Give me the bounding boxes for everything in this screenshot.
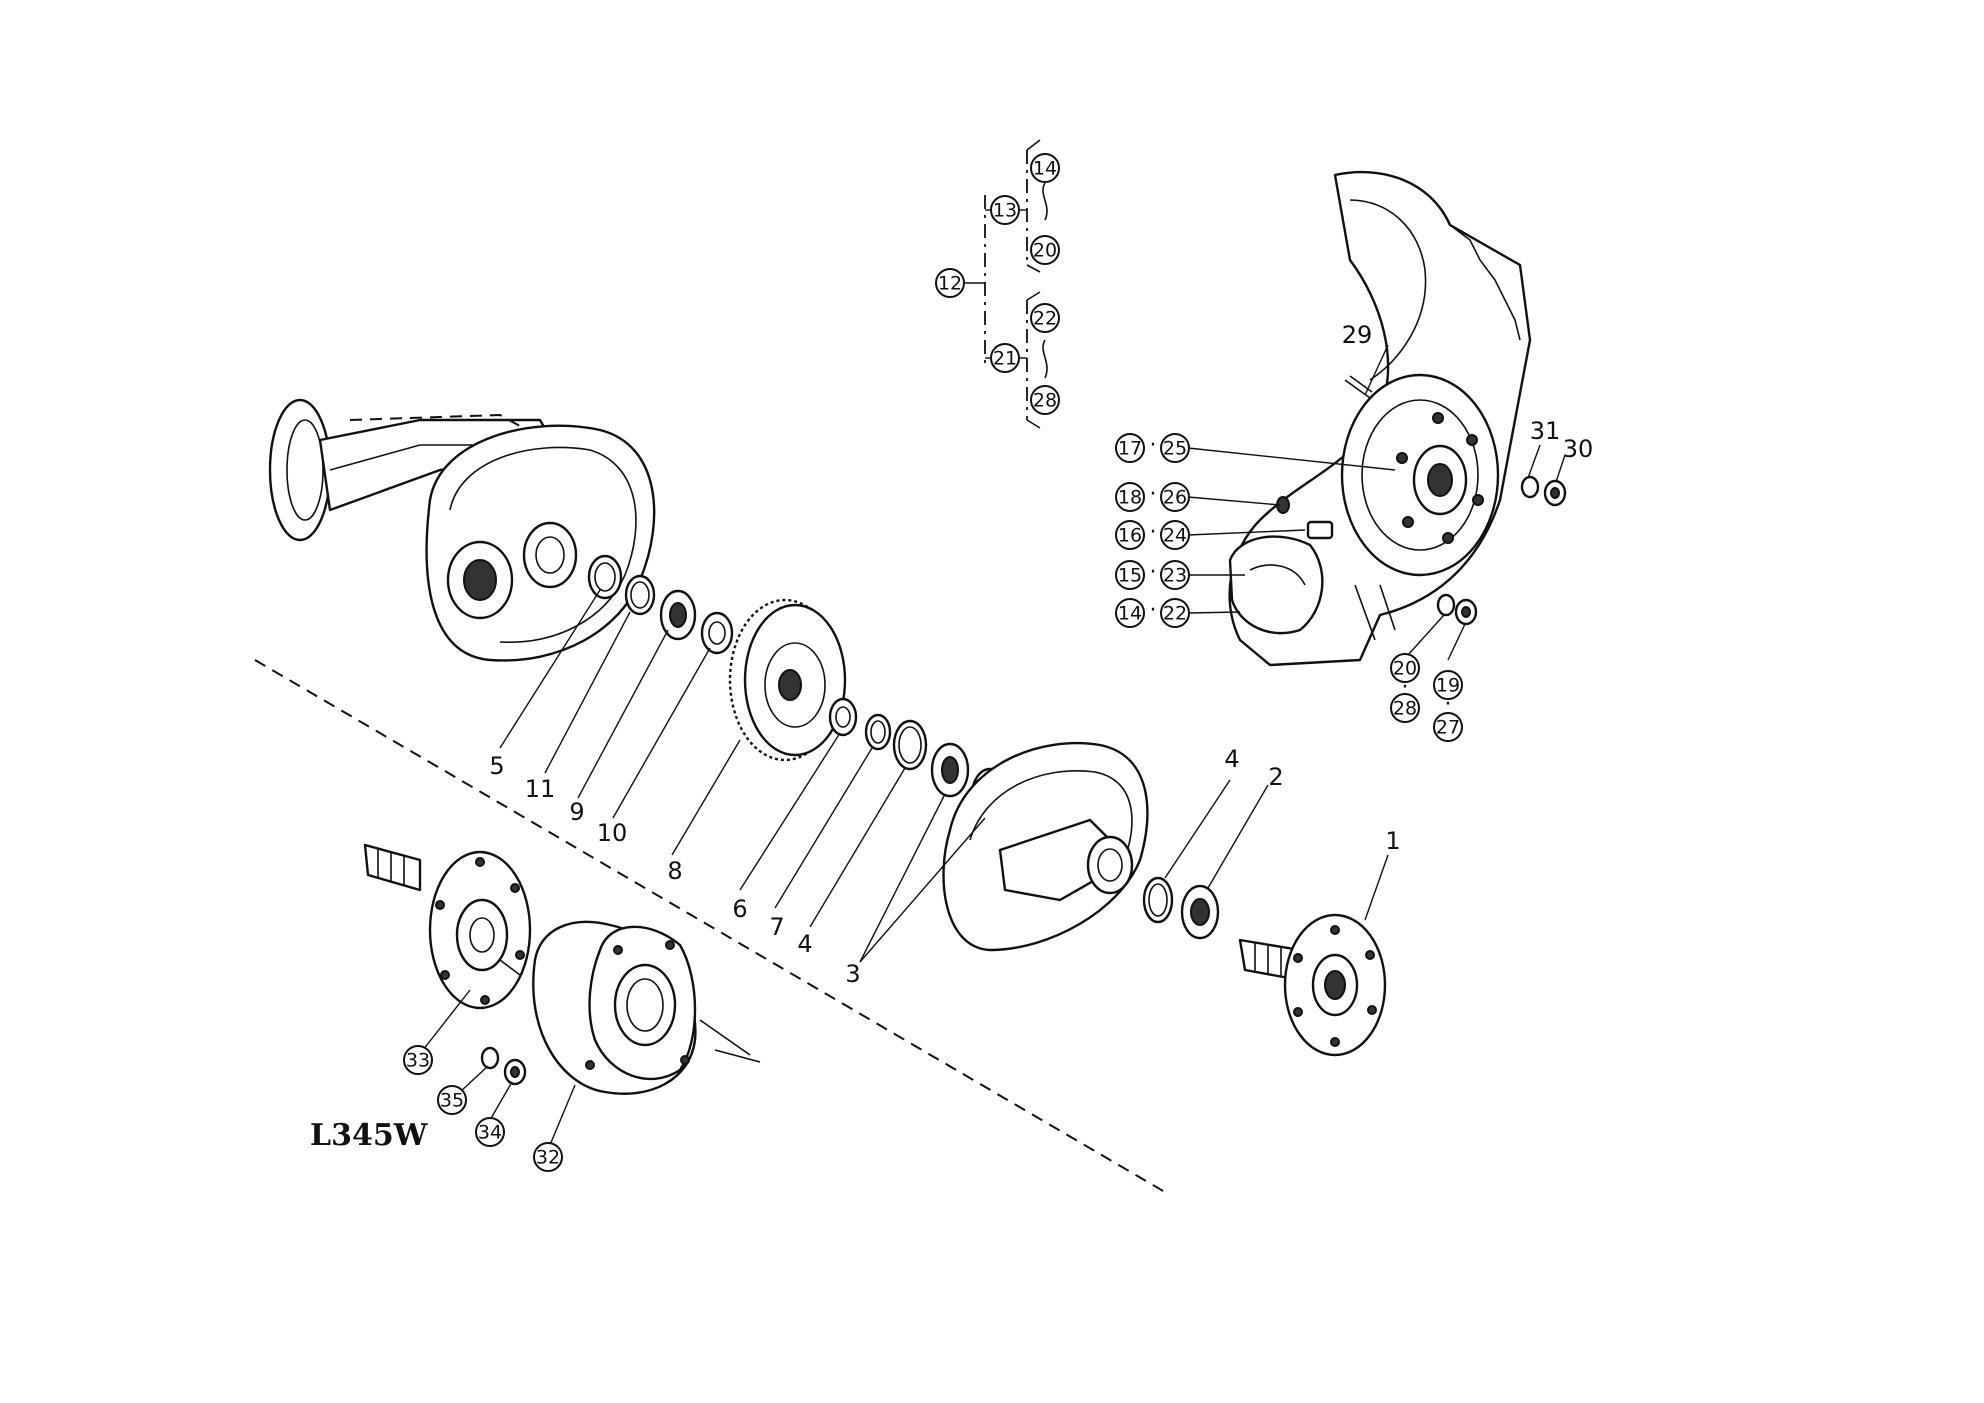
svg-text:·: ·: [1150, 598, 1157, 623]
callout-4-center: 4: [797, 930, 812, 958]
reference-bracket-group: [965, 139, 1048, 429]
circled-stack-19-27: 19 · 27: [1433, 670, 1463, 742]
callout-29: 29: [1342, 321, 1373, 349]
callout-2: 2: [1268, 763, 1283, 791]
snap-ring-4-inner: [892, 719, 928, 771]
svg-text:24: 24: [1163, 525, 1187, 547]
callout-6: 6: [732, 895, 747, 923]
svg-text:·: ·: [1445, 692, 1452, 717]
ring-7: [864, 713, 892, 751]
svg-text:20: 20: [1033, 240, 1057, 262]
section-divider-line: [254, 659, 1171, 1196]
circled-20-top: 20: [1030, 235, 1060, 265]
circled-33: 33: [403, 1045, 433, 1075]
circled-pair-18-26: 18 · 26: [1115, 482, 1190, 512]
callout-11: 11: [525, 775, 556, 803]
svg-text:26: 26: [1163, 487, 1187, 509]
circled-12: 12: [935, 268, 965, 298]
svg-text:28: 28: [1393, 698, 1417, 720]
leader-lines: [422, 344, 1566, 1146]
svg-text:·: ·: [1150, 482, 1157, 507]
svg-text:20: 20: [1393, 658, 1417, 680]
svg-text:23: 23: [1163, 565, 1187, 587]
circled-pair-15-23: 15 · 23: [1115, 560, 1190, 590]
svg-text:16: 16: [1118, 525, 1142, 547]
svg-text:15: 15: [1118, 565, 1142, 587]
nut-19-27: [1454, 598, 1478, 626]
svg-text:34: 34: [478, 1122, 502, 1144]
nut-30: [1543, 479, 1567, 507]
gear-case-cover: [942, 741, 1149, 952]
svg-text:19: 19: [1436, 675, 1460, 697]
svg-text:·: ·: [1150, 433, 1157, 458]
coupling-32: [532, 920, 761, 1095]
callout-8: 8: [667, 857, 682, 885]
callout-7: 7: [769, 913, 784, 941]
snap-ring-9: [624, 574, 656, 616]
svg-text:28: 28: [1033, 390, 1057, 412]
circled-32: 32: [533, 1142, 563, 1172]
snap-ring-4-outer: [1142, 876, 1174, 924]
callout-4-right: 4: [1224, 745, 1239, 773]
oil-seal-2: [1180, 884, 1220, 940]
svg-text:25: 25: [1163, 438, 1187, 460]
svg-text:32: 32: [536, 1147, 560, 1169]
svg-text:35: 35: [440, 1090, 464, 1112]
callout-10: 10: [597, 819, 628, 847]
circled-pair-17-25: 17 · 25: [1115, 433, 1190, 463]
circled-13: 13: [990, 195, 1020, 225]
circled-22-top: 22: [1030, 303, 1060, 333]
ring-gear-8: [728, 598, 847, 762]
circled-pair-16-24: 16 · 24: [1115, 520, 1190, 550]
model-code-label: L345W: [310, 1118, 429, 1153]
circled-21: 21: [990, 343, 1020, 373]
svg-text:21: 21: [993, 348, 1017, 370]
svg-text:33: 33: [406, 1050, 430, 1072]
circled-35: 35: [437, 1085, 467, 1115]
callout-3: 3: [845, 960, 860, 988]
circled-14-top: 14: [1030, 153, 1060, 183]
drive-flange-33: [363, 843, 532, 1010]
final-case: [1228, 170, 1532, 667]
bearing-3a: [930, 742, 970, 798]
seal-ring-11: [587, 554, 623, 600]
axle-shaft-1: [1238, 913, 1387, 1057]
circled-34: 34: [475, 1117, 505, 1147]
svg-text:14: 14: [1033, 158, 1057, 180]
callout-1: 1: [1385, 827, 1400, 855]
svg-text:13: 13: [993, 200, 1017, 222]
bearing-10: [659, 589, 697, 641]
lock-plate-16-24: [1306, 520, 1334, 540]
svg-text:·: ·: [1402, 675, 1409, 700]
washer-35: [480, 1046, 500, 1070]
callout-5: 5: [489, 752, 504, 780]
svg-text:12: 12: [938, 273, 962, 295]
callout-31: 31: [1530, 417, 1561, 445]
circled-stack-20-28: 20 · 28: [1390, 653, 1420, 723]
callout-labels: 1 2 3 4 4 5 6 7 8 9 10 11 29 31 30: [489, 321, 1593, 988]
svg-text:17: 17: [1118, 438, 1142, 460]
circled-pair-14-22: 14 · 22: [1115, 598, 1190, 628]
washer-20-28: [1436, 593, 1456, 617]
svg-text:27: 27: [1436, 717, 1460, 739]
nut-34: [503, 1058, 527, 1086]
svg-text:18: 18: [1118, 487, 1142, 509]
nut-5: [700, 611, 734, 655]
callout-9: 9: [569, 798, 584, 826]
callout-30: 30: [1563, 435, 1594, 463]
svg-text:·: ·: [1150, 560, 1157, 585]
svg-text:22: 22: [1033, 308, 1057, 330]
circled-callouts: 12 13 14 20 21 22 28 17 · 25 18 · 26 16 …: [403, 153, 1463, 1172]
svg-text:22: 22: [1163, 603, 1187, 625]
circled-28-top: 28: [1030, 385, 1060, 415]
svg-text:·: ·: [1150, 520, 1157, 545]
collar-6: [828, 697, 858, 737]
svg-text:14: 14: [1118, 603, 1142, 625]
axle-housing: [268, 398, 656, 662]
washer-31: [1520, 475, 1540, 499]
